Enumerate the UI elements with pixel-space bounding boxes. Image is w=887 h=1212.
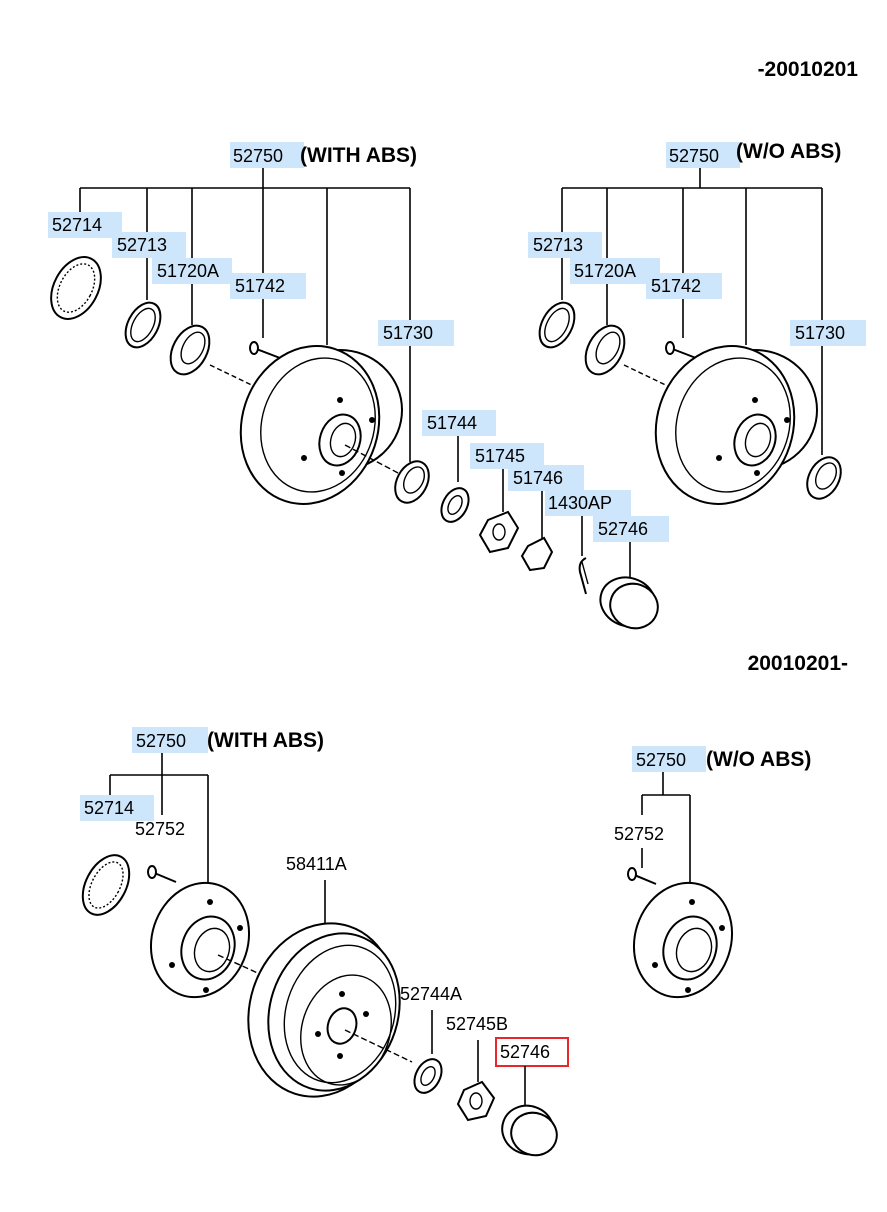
label-51720A[interactable]: 51720A [157,261,219,281]
nut-icon [478,510,520,554]
label-52714[interactable]: 52714 [52,215,102,235]
label-52746-selected[interactable]: 52746 [500,1042,550,1062]
label-51745[interactable]: 51745 [475,446,525,466]
washer-icon [413,1058,443,1094]
label-with-abs-b: (WITH ABS) [207,729,324,752]
label-51742[interactable]: 51742 [235,276,285,296]
selected-part-highlight [495,1037,569,1067]
outer-bearing-icon [394,460,430,504]
label-with-abs: (WITH ABS) [300,144,417,167]
label-wo-abs: (W/O ABS) [736,140,841,163]
washer-icon [440,487,470,523]
castle-nut-icon [520,536,554,572]
bearing-icon [584,324,626,376]
top-wo-abs-group: 52750 (W/O ABS) 52713 51720A 51742 51730 [528,140,866,505]
label-52750-d[interactable]: 52750 [636,750,686,770]
hub-bolt-icon [147,865,177,883]
hub-bolt-icon [665,341,697,359]
label-52745B[interactable]: 52745B [446,1014,508,1034]
label-52750[interactable]: 52750 [233,146,283,166]
bottom-wo-abs-group: 52750 (W/O ABS) 52752 [614,746,811,999]
label-51746[interactable]: 51746 [513,468,563,488]
label-51720A-b[interactable]: 51720A [574,261,636,281]
label-52750-c[interactable]: 52750 [136,731,186,751]
label-51730-b[interactable]: 51730 [795,323,845,343]
label-52746-top[interactable]: 52746 [598,519,648,539]
cotter-pin-icon [578,557,589,595]
label-52750-b[interactable]: 52750 [669,146,719,166]
wheel-hub-icon [149,881,251,999]
label-52713-b[interactable]: 52713 [533,235,583,255]
bottom-with-abs-group: 52750 (WITH ABS) 52714 52752 58411A [80,727,569,1157]
brake-drum-icon [239,345,403,505]
label-58411A[interactable]: 58411A [286,854,347,874]
label-1430AP[interactable]: 1430AP [548,493,612,513]
bearing-icon [169,324,211,376]
label-52744A[interactable]: 52744A [400,984,462,1004]
nut-icon [456,1080,496,1122]
label-51742-b[interactable]: 51742 [651,276,701,296]
wheel-hub-icon [632,881,734,999]
brake-drum-icon [654,345,818,505]
label-52713[interactable]: 52713 [117,235,167,255]
small-parts-group: 51744 51745 51746 1430AP 52746 [422,410,669,630]
date-before: -20010201 [758,58,859,81]
label-wo-abs-b: (W/O ABS) [706,748,811,771]
label-51744[interactable]: 51744 [427,413,477,433]
hub-bolt-icon [249,341,281,359]
brake-drum-icon [247,922,401,1098]
oil-seal-icon [124,301,162,349]
date-after: 20010201- [748,652,848,675]
label-52752[interactable]: 52752 [135,819,185,839]
label-52752-b[interactable]: 52752 [614,824,664,844]
hub-cap-icon [599,576,659,630]
hub-bolt-icon [627,867,657,885]
label-51730[interactable]: 51730 [383,323,433,343]
hub-cap-icon [501,1104,558,1157]
top-with-abs-group: 52750 (WITH ABS) 52714 52713 51720A 5174… [48,142,454,505]
outer-bearing-icon [806,456,842,500]
abs-tone-ring-icon [81,854,131,916]
label-52714-b[interactable]: 52714 [84,798,134,818]
oil-seal-icon [538,301,576,349]
abs-tone-ring-icon [50,256,102,320]
